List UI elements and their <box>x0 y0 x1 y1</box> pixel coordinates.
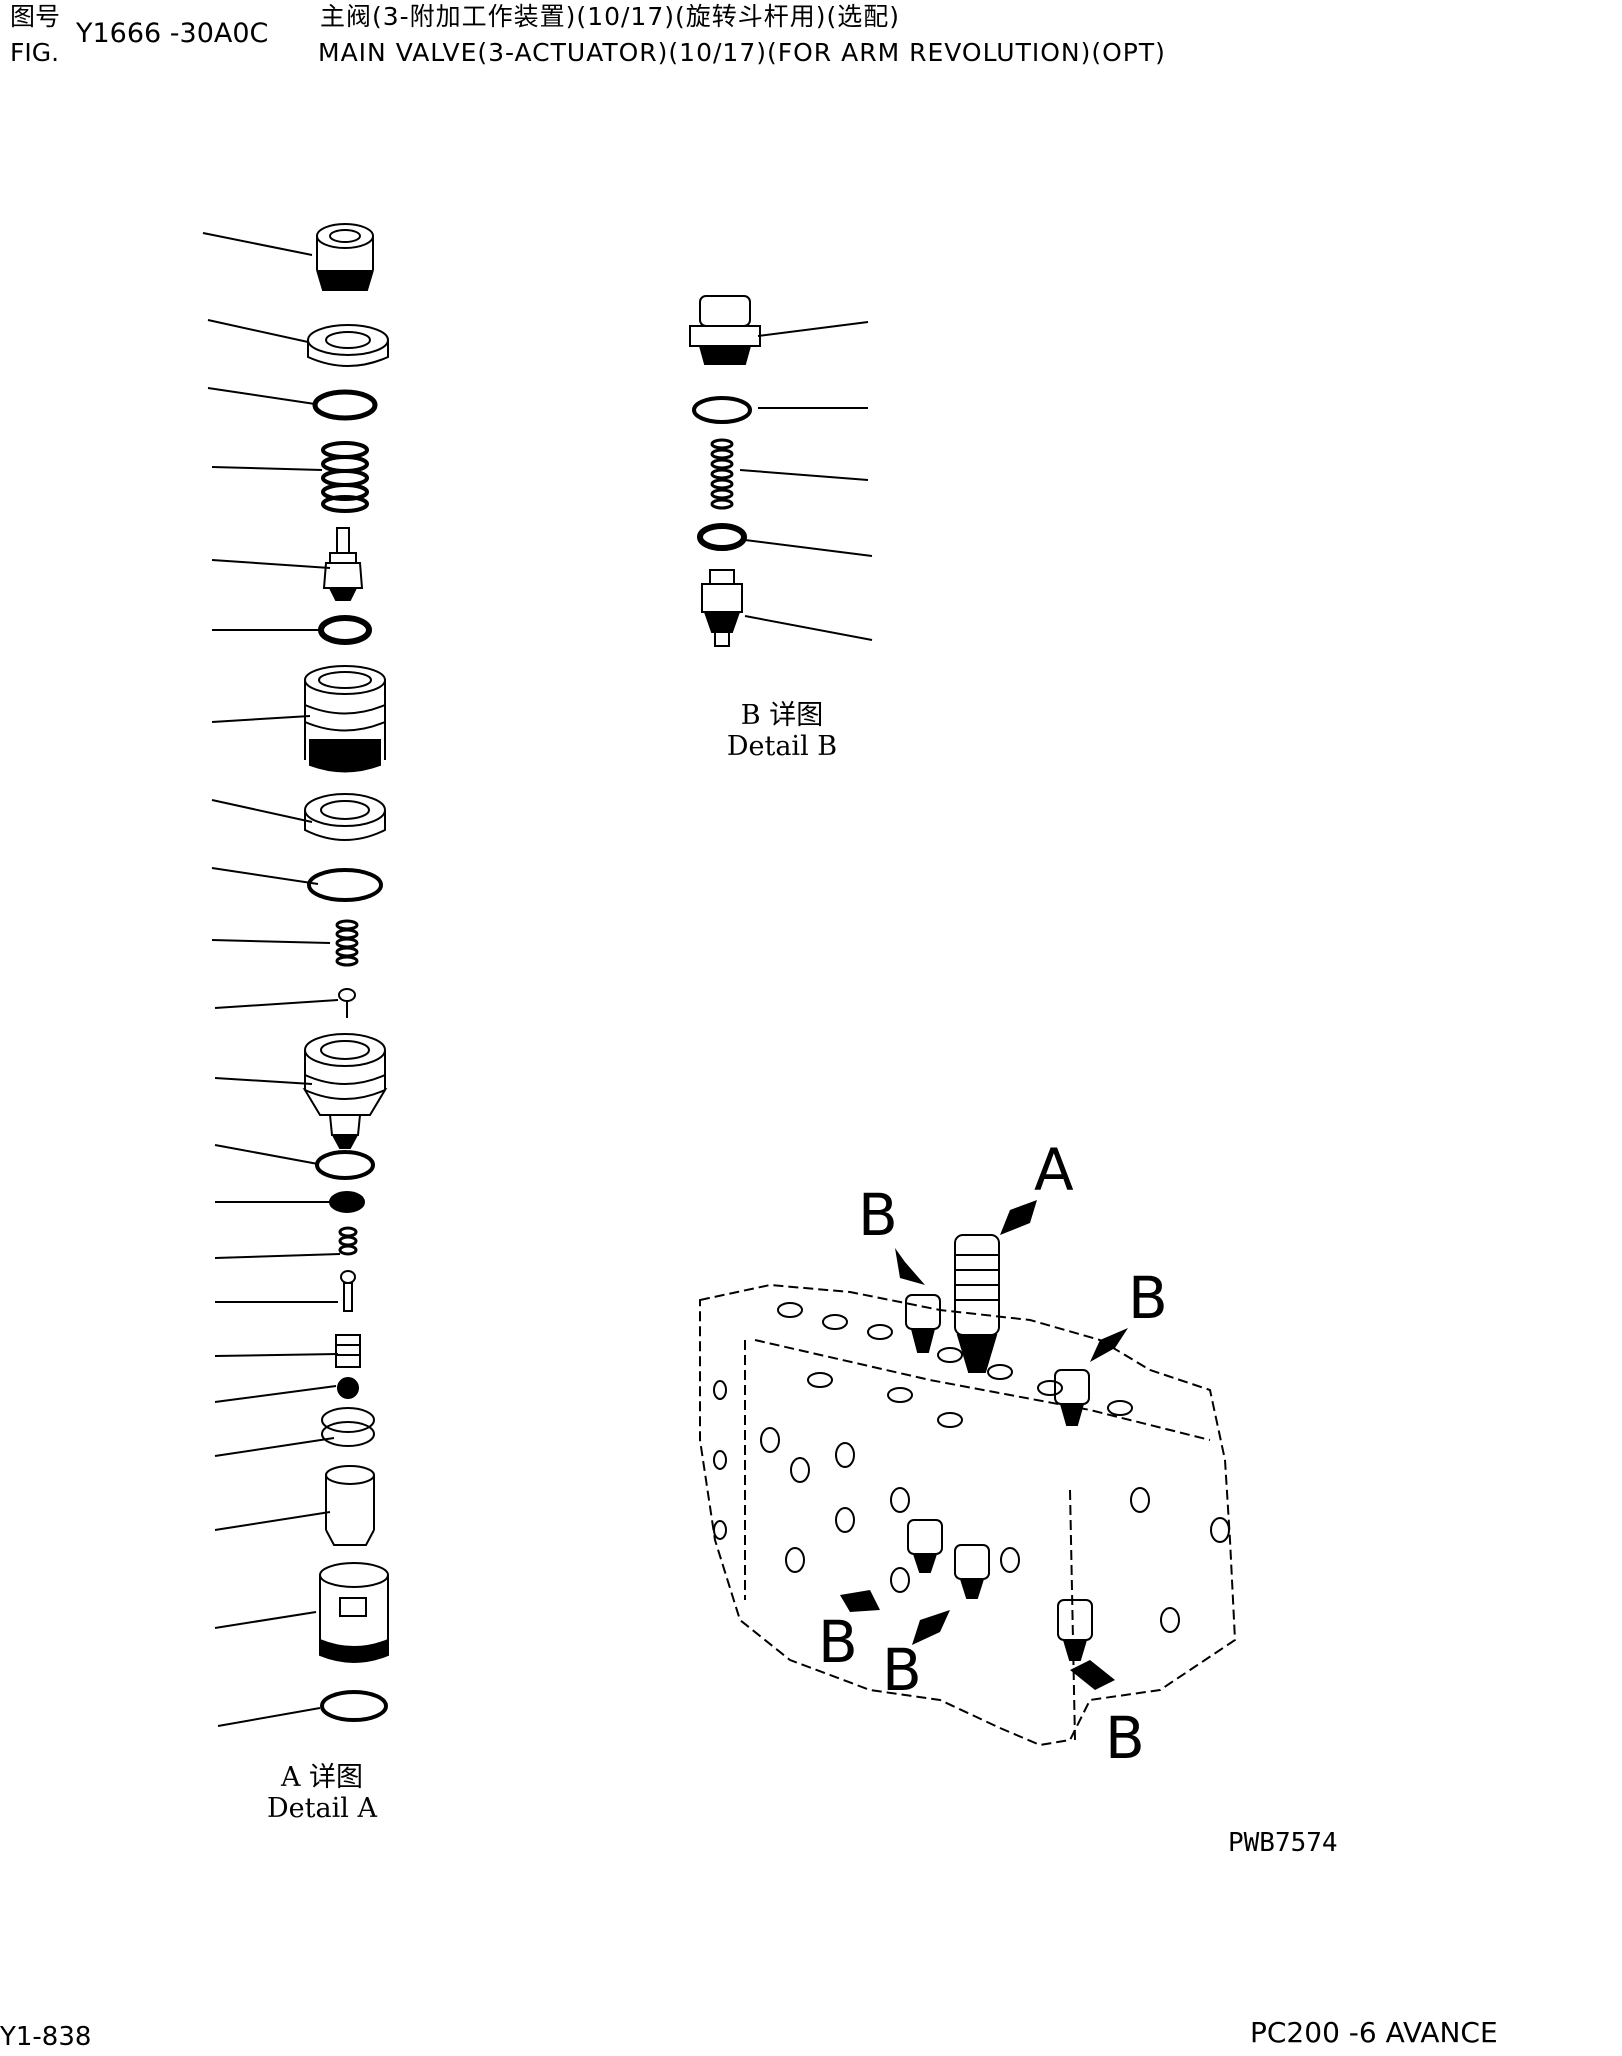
callout-arrows <box>840 1200 1128 1690</box>
arrow-b-1 <box>895 1248 925 1285</box>
image-code: PWB7574 <box>1228 1828 1338 1858</box>
arrow-b-5 <box>1070 1660 1115 1690</box>
callout-label-b: B <box>818 1608 858 1676</box>
detail-b-caption-cn: B 详图 <box>740 700 824 731</box>
page-title-cn: 主阀(3-附加工作装置)(10/17)(旋转斗杆用)(选配) <box>320 2 901 31</box>
figure-number: Y1666 -30A0C <box>76 18 269 49</box>
detail-a-caption: A 详图 Detail A <box>232 1762 412 1824</box>
page-title-en: MAIN VALVE(3-ACTUATOR)(10/17)(FOR ARM RE… <box>318 38 1166 67</box>
arrow-b-2 <box>1090 1328 1128 1362</box>
valve-mounted-parts <box>905 1234 1093 1661</box>
detail-a-caption-cn: A 详图 <box>280 1762 364 1793</box>
model-name: PC200 -6 AVANCE <box>1250 2016 1498 2049</box>
detail-b-caption: B 详图 Detail B <box>692 700 872 762</box>
callout-label-a: A <box>1034 1136 1074 1204</box>
detail-a-caption-en: Detail A <box>267 1793 377 1825</box>
callout-label-b: B <box>1105 1704 1145 1772</box>
callout-label-b: B <box>1128 1264 1168 1332</box>
arrow-b-4 <box>912 1610 950 1645</box>
callout-label-b: B <box>882 1636 922 1704</box>
fig-label-en: FIG. <box>10 38 60 67</box>
page-number: Y1-838 <box>0 2022 92 2052</box>
valve-body-ports <box>713 1302 1230 1633</box>
callout-label-b: B <box>858 1181 898 1249</box>
detail-b-parts <box>689 295 873 647</box>
detail-b-caption-en: Detail B <box>726 731 838 763</box>
arrow-a <box>1000 1200 1037 1235</box>
fig-label-cn: 图号 <box>10 2 61 31</box>
arrow-b-3 <box>840 1590 880 1612</box>
detail-a-parts <box>202 223 389 1727</box>
